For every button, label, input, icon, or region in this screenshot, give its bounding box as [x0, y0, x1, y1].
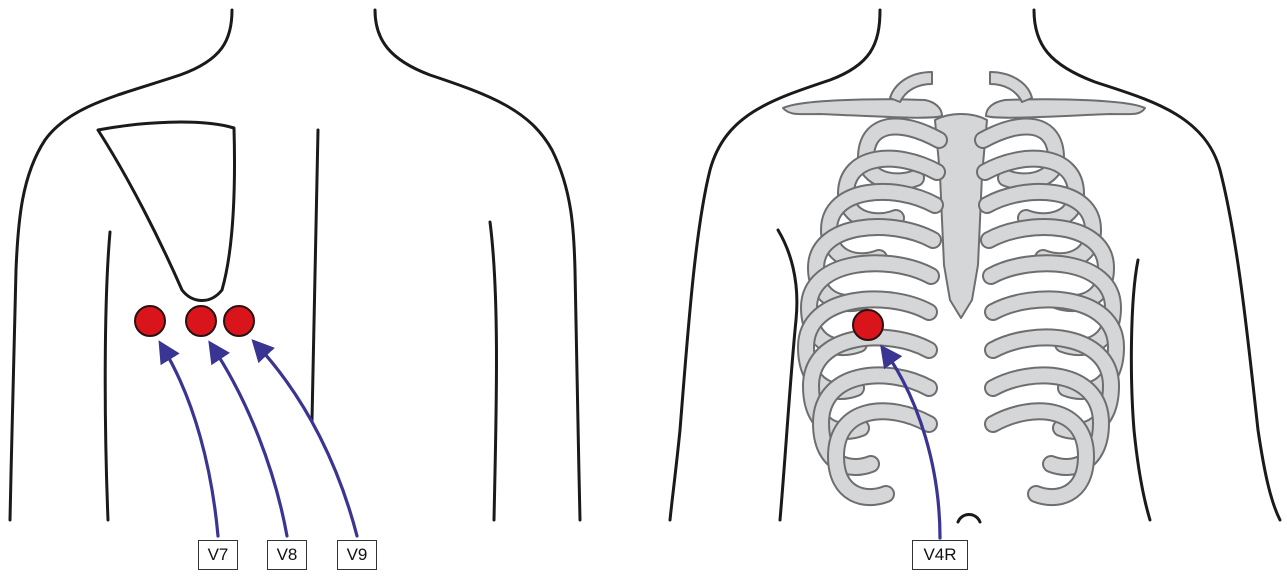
arrow-v9: [256, 344, 357, 536]
electrode-v8: [186, 306, 216, 336]
electrode-v4r: [853, 310, 883, 340]
back-right-contour: [375, 10, 580, 520]
electrode-v7: [135, 306, 165, 336]
arrow-v8: [212, 346, 287, 536]
navel: [958, 515, 980, 523]
left-rib-fill: [836, 411, 929, 497]
spine-line: [312, 130, 318, 420]
front-right-arm-line: [1131, 260, 1150, 520]
label-v4r: V4R: [912, 540, 968, 570]
right-rib-fill: [993, 411, 1086, 497]
right-first-rib: [990, 72, 1032, 102]
back-view: [10, 10, 580, 520]
front-view: [670, 10, 1280, 522]
back-left-arm-line: [105, 232, 110, 520]
scapula: [98, 122, 235, 300]
label-v7: V7: [198, 540, 238, 570]
left-clavicle: [783, 99, 942, 117]
front-left-arm-line: [778, 230, 797, 520]
electrode-v9: [224, 306, 254, 336]
right-clavicle: [986, 99, 1145, 117]
label-v8: V8: [267, 540, 307, 570]
arrow-v7: [162, 346, 218, 536]
left-first-rib: [890, 72, 932, 102]
label-v9: V9: [337, 540, 377, 570]
back-right-arm-line: [490, 222, 497, 520]
back-left-contour: [10, 10, 232, 520]
right-ribs: [983, 126, 1116, 497]
electrodes: [135, 306, 883, 340]
